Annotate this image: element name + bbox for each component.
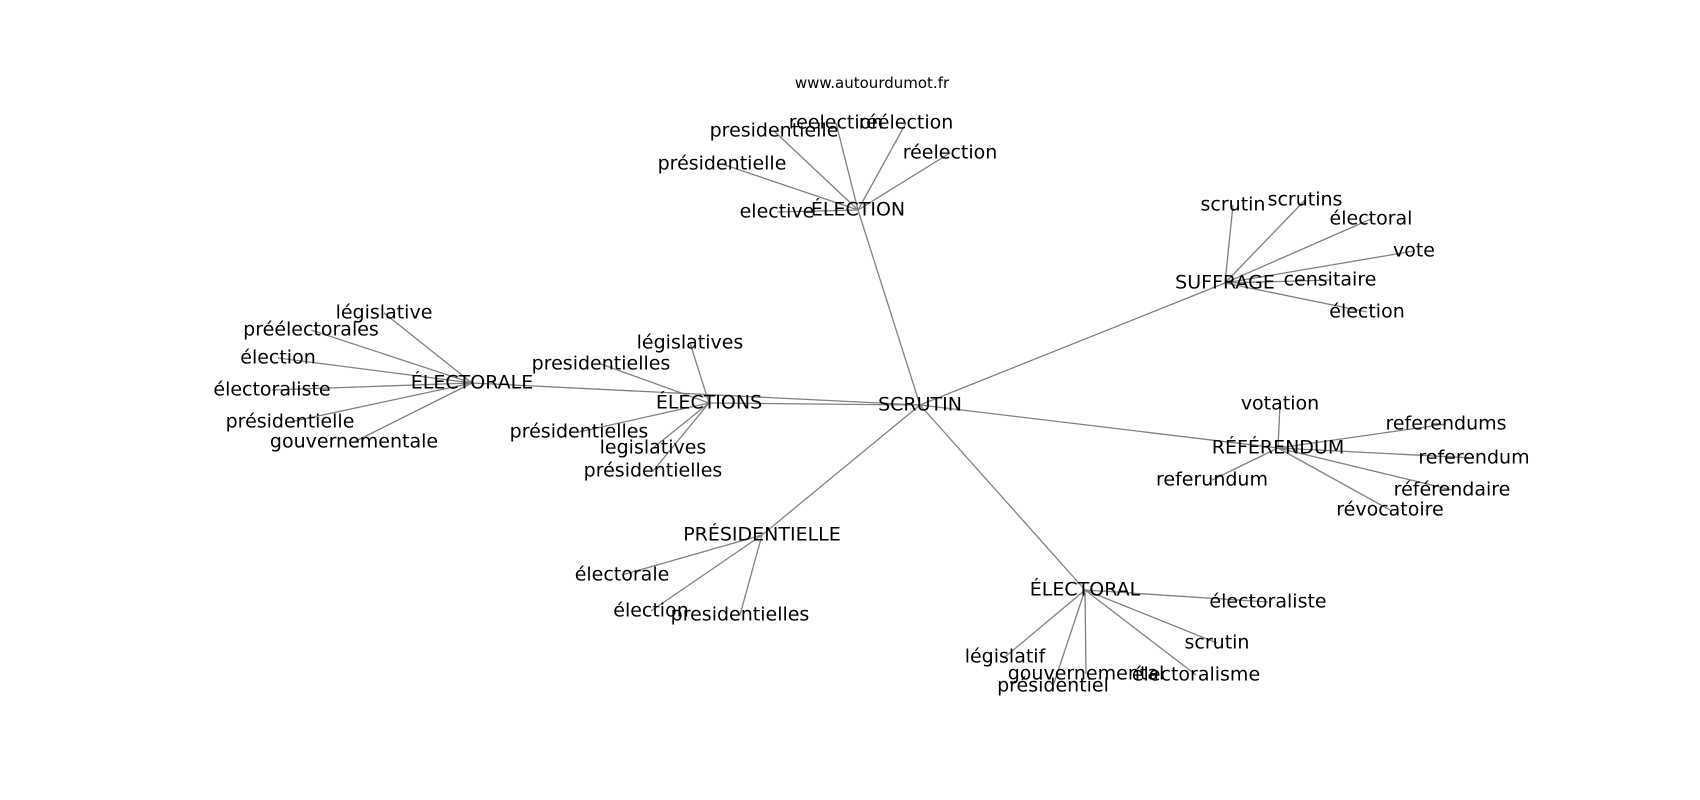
- leaf-node-label[interactable]: électoraliste: [1209, 591, 1326, 613]
- leaf-node-label[interactable]: électoraliste: [213, 379, 330, 401]
- edge-hub-to-word: [1277, 447, 1391, 511]
- edge-hub-to-word: [739, 534, 763, 616]
- leaf-node-label[interactable]: législative: [336, 302, 433, 324]
- leaf-node-label[interactable]: elective: [740, 201, 815, 223]
- edge-center-to-hub: [471, 382, 921, 406]
- leaf-node-label[interactable]: présidentielles: [510, 421, 649, 443]
- edge-hub-to-word: [650, 534, 763, 612]
- edge-hub-to-word: [1277, 423, 1447, 449]
- edge-hub-to-word: [1084, 589, 1269, 603]
- leaf-node-label[interactable]: élection: [613, 600, 689, 622]
- edge-hub-to-word: [1224, 204, 1234, 284]
- edge-hub-to-word: [353, 382, 473, 443]
- edge-hub-to-word: [1277, 403, 1281, 449]
- edge-hub-to-word: [721, 163, 859, 211]
- edge-hub-to-word: [383, 312, 473, 384]
- edge-center-to-hub: [708, 402, 921, 406]
- hub-node-label[interactable]: ÉLECTORALE: [411, 371, 533, 394]
- graph-edges: [271, 122, 1475, 687]
- leaf-node-label[interactable]: référendaire: [1394, 479, 1511, 501]
- edge-center-to-hub: [857, 209, 921, 406]
- edge-hub-to-word: [1224, 282, 1368, 313]
- edge-hub-to-word: [773, 130, 859, 211]
- edge-hub-to-word: [600, 363, 710, 404]
- leaf-node-label[interactable]: réélection: [859, 112, 954, 134]
- edge-hub-to-word: [289, 382, 473, 423]
- edge-hub-to-word: [1224, 218, 1372, 284]
- leaf-node-label[interactable]: législatives: [637, 332, 744, 354]
- hub-node-label[interactable]: PRÉSIDENTIELLE: [683, 523, 841, 546]
- edge-hub-to-word: [621, 534, 763, 576]
- source-watermark: www.autourdumot.fr: [795, 74, 950, 92]
- leaf-node-label[interactable]: presidentielles: [532, 353, 671, 375]
- leaf-node-label[interactable]: présidentiel: [997, 675, 1109, 697]
- hub-node-label[interactable]: ÉLECTORAL: [1030, 578, 1141, 601]
- edge-hub-to-word: [652, 402, 710, 472]
- leaf-node-label[interactable]: présidentielle: [226, 411, 355, 433]
- leaf-node-label[interactable]: referendums: [1385, 413, 1506, 435]
- leaf-node-label[interactable]: scrutin: [1185, 632, 1250, 654]
- leaf-node-label[interactable]: reelection: [789, 112, 884, 134]
- leaf-node-label[interactable]: présidentielle: [658, 153, 787, 175]
- edge-hub-to-word: [857, 152, 951, 211]
- leaf-node-label[interactable]: scrutin: [1201, 194, 1266, 216]
- leaf-node-label[interactable]: électorale: [575, 564, 670, 586]
- leaf-node-label[interactable]: réelection: [903, 142, 998, 164]
- edge-hub-to-word: [1211, 447, 1279, 481]
- leaf-node-label[interactable]: électoral: [1330, 208, 1413, 230]
- edge-hub-to-word: [776, 209, 859, 213]
- leaf-node-label[interactable]: présidentielles: [584, 460, 723, 482]
- leaf-node-label[interactable]: presidentielles: [671, 604, 810, 626]
- leaf-node-label[interactable]: censitaire: [1284, 269, 1377, 291]
- edge-hub-to-word: [689, 342, 710, 404]
- leaf-node-label[interactable]: révocatoire: [1336, 499, 1443, 521]
- edge-hub-to-word: [1004, 589, 1086, 658]
- leaf-node-label[interactable]: électoralisme: [1132, 664, 1260, 686]
- leaf-node-label[interactable]: referundum: [1156, 469, 1268, 491]
- leaf-node-label[interactable]: préélectorales: [243, 319, 379, 341]
- leaf-node-label[interactable]: scrutins: [1268, 189, 1343, 211]
- hub-node-label[interactable]: ÉLECTIONS: [656, 391, 762, 414]
- edge-center-to-hub: [919, 282, 1226, 406]
- edge-hub-to-word: [1277, 447, 1475, 459]
- edge-center-to-hub: [919, 404, 1086, 591]
- hub-node-label[interactable]: ÉLECTION: [811, 198, 905, 221]
- leaf-node-label[interactable]: presidentielle: [710, 120, 839, 142]
- edge-hub-to-word: [1084, 589, 1218, 644]
- edge-hub-to-word: [1224, 250, 1415, 284]
- edge-hub-to-word: [857, 122, 907, 211]
- edge-hub-to-word: [578, 402, 710, 433]
- hub-node-label[interactable]: SUFFRAGE: [1175, 272, 1275, 294]
- edge-hub-to-word: [835, 122, 859, 211]
- edge-center-to-hub: [761, 404, 921, 536]
- edge-hub-to-word: [1277, 447, 1453, 491]
- leaf-node-label[interactable]: élection: [240, 347, 316, 369]
- edge-hub-to-word: [310, 329, 473, 384]
- hub-node-label[interactable]: RÉFÉRENDUM: [1212, 436, 1345, 459]
- edge-hub-to-word: [652, 402, 710, 449]
- center-node-label[interactable]: SCRUTIN: [878, 394, 962, 416]
- leaf-node-label[interactable]: vote: [1393, 240, 1435, 262]
- leaf-node-label[interactable]: élection: [1329, 301, 1405, 323]
- edge-hub-to-word: [271, 382, 473, 391]
- edge-hub-to-word: [1052, 589, 1086, 687]
- leaf-node-label[interactable]: votation: [1241, 393, 1319, 415]
- leaf-node-label[interactable]: gouvernemental: [1008, 663, 1164, 685]
- leaf-node-label[interactable]: referendum: [1418, 447, 1529, 469]
- edge-hub-to-word: [1224, 279, 1331, 284]
- leaf-node-label[interactable]: gouvernementale: [270, 431, 438, 453]
- leaf-node-label[interactable]: législatif: [965, 646, 1047, 668]
- edge-hub-to-word: [1224, 199, 1306, 284]
- edge-hub-to-word: [1084, 589, 1197, 676]
- edge-center-to-hub: [919, 404, 1279, 449]
- leaf-node-label[interactable]: legislatives: [600, 437, 707, 459]
- edge-hub-to-word: [1084, 589, 1087, 675]
- edge-hub-to-word: [277, 357, 473, 384]
